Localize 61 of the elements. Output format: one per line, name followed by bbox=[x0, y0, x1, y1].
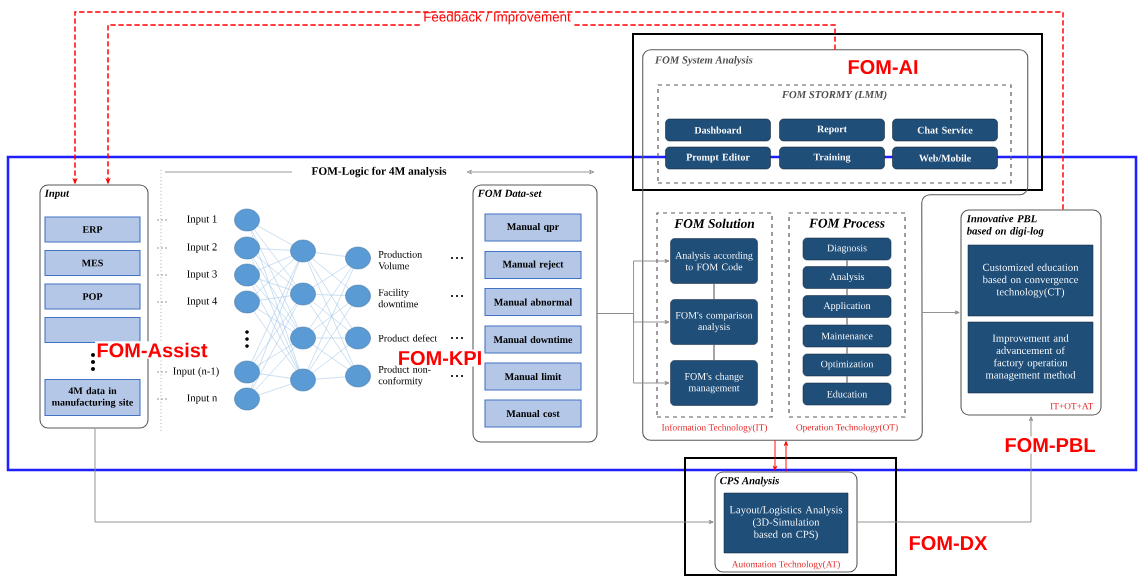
process-box: Maintenance bbox=[802, 324, 892, 348]
arrow bbox=[772, 439, 778, 471]
connector-line bbox=[846, 375, 848, 384]
process-box: Optimization bbox=[802, 353, 892, 377]
connector-line bbox=[713, 344, 715, 361]
input-label: Input (n-1) bbox=[173, 367, 219, 377]
module-box: Dashboard bbox=[665, 118, 771, 142]
data-box: MES bbox=[44, 249, 141, 277]
data-box: ERP bbox=[44, 216, 141, 243]
region-label: FOM-AI bbox=[846, 58, 920, 76]
connector-line bbox=[846, 317, 848, 326]
data-box: Manual reject bbox=[484, 250, 582, 280]
module-box: Chat Service bbox=[892, 118, 998, 142]
process-box: Analysis according to FOM Code bbox=[670, 238, 758, 284]
process-box: Education bbox=[802, 382, 892, 406]
output-label: Product non-conformity bbox=[378, 365, 431, 387]
node-label: Operation Technology(OT) bbox=[796, 423, 898, 433]
connector-line bbox=[713, 283, 715, 300]
node-label: Information Technology(IT) bbox=[661, 423, 768, 433]
process-box: Diagnosis bbox=[802, 237, 892, 261]
connector-line bbox=[846, 259, 848, 267]
input-label: Input 2 bbox=[187, 243, 217, 253]
output-label: Product defect bbox=[378, 334, 438, 342]
description-box: Layout/Logistics Analysis (3D-Simulation based on CPS) bbox=[723, 492, 849, 554]
connector-line bbox=[846, 288, 848, 296]
input-label: Input 3 bbox=[187, 270, 217, 280]
data-box: Manual downtime bbox=[484, 325, 582, 354]
region-label: FOM-DX bbox=[907, 534, 989, 552]
module-box: Report bbox=[779, 118, 885, 142]
section-heading: FOM-Logic for 4M analysis bbox=[308, 164, 450, 180]
module-box: Web/Mobile bbox=[892, 146, 998, 170]
edge-label: Feedback / Improvement bbox=[420, 9, 574, 27]
region-label: FOM-KPI bbox=[396, 349, 484, 367]
output-label: Facility downtime bbox=[378, 288, 418, 308]
arrow bbox=[921, 310, 960, 315]
input-label: Input n bbox=[187, 394, 218, 404]
arrow bbox=[94, 428, 714, 525]
input-label: Input 1 bbox=[187, 215, 217, 225]
input-label: Input 4 bbox=[187, 297, 218, 307]
output-label: Production Volume bbox=[378, 250, 422, 270]
module-box: Training bbox=[779, 146, 885, 170]
arrow bbox=[857, 416, 1034, 523]
description-box: Improvement and advancement of factory operation management method bbox=[967, 321, 1094, 394]
arrow bbox=[597, 313, 670, 386]
description-box: Customized education based on convergence technology(CT) bbox=[967, 244, 1094, 317]
data-box: Manual qpr bbox=[484, 213, 582, 242]
process-box: Analysis bbox=[802, 266, 892, 289]
module-box: Prompt Editor bbox=[665, 146, 771, 170]
region-label: FOM-Assist bbox=[95, 341, 209, 359]
process-box: FOM's change management bbox=[670, 360, 758, 406]
data-box: Manual cost bbox=[484, 399, 582, 428]
connector-line bbox=[846, 346, 848, 355]
data-box: Manual limit bbox=[484, 362, 582, 391]
process-box: FOM's comparison analysis bbox=[670, 299, 758, 345]
arrow bbox=[783, 441, 789, 472]
data-box: 4M data in manufacturing site bbox=[44, 378, 141, 417]
process-box: Application bbox=[802, 295, 892, 318]
data-box: Manual abnormal bbox=[484, 287, 582, 317]
region-label: FOM-PBL bbox=[1003, 436, 1097, 454]
data-box: POP bbox=[44, 283, 141, 310]
data-box bbox=[44, 316, 141, 344]
